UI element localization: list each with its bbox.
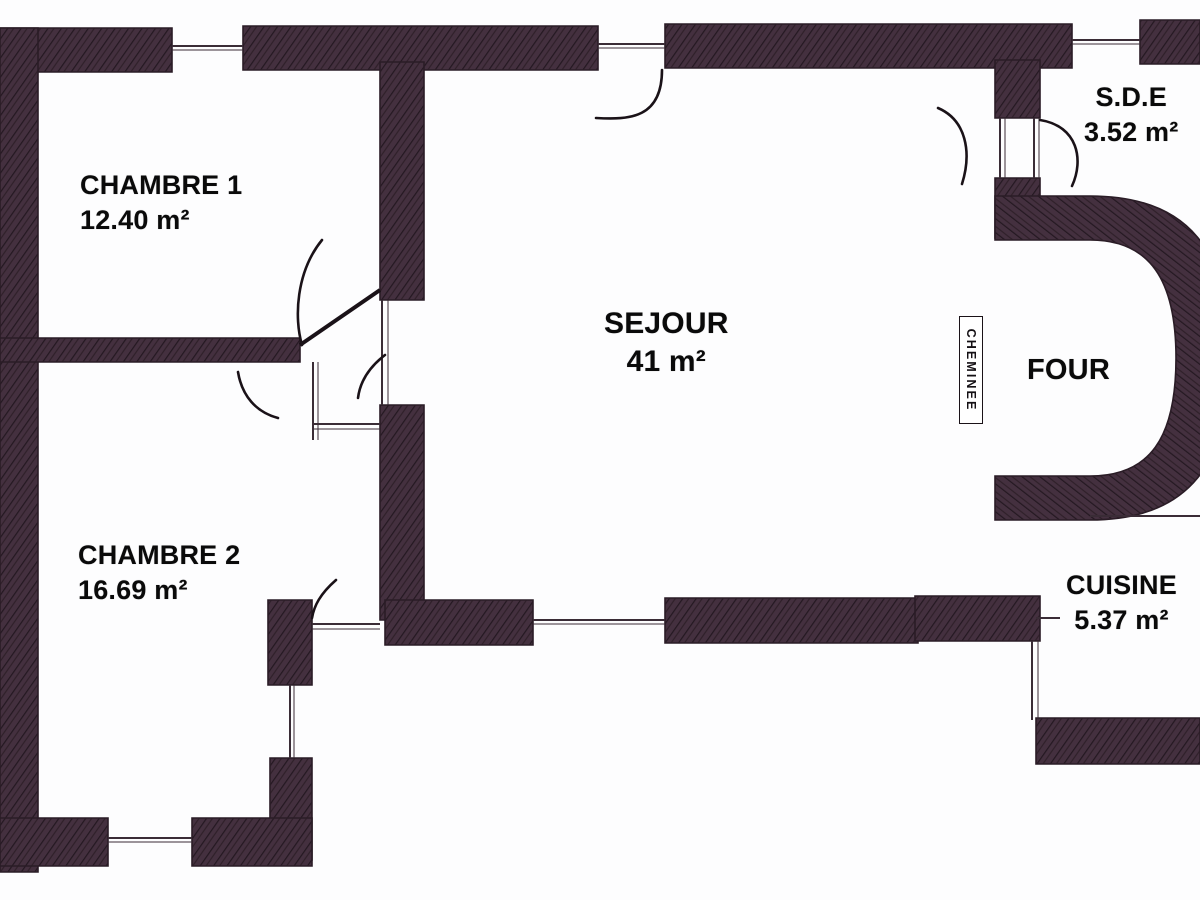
door-swing-group bbox=[236, 68, 1079, 620]
room-label-sde: S.D.E 3.52 m² bbox=[1084, 80, 1178, 149]
room-area-cuisine: 5.37 m² bbox=[1074, 604, 1169, 635]
wall-sejour-bottom-b bbox=[664, 597, 919, 644]
room-label-chambre2: CHAMBRE 2 16.69 m² bbox=[78, 538, 240, 607]
door-swing-hall-right bbox=[356, 353, 387, 400]
wall-chambre2-bottom-left bbox=[0, 817, 109, 867]
cheminee-box: CHEMINEE bbox=[959, 316, 983, 424]
cheminee-label: CHEMINEE bbox=[964, 328, 978, 412]
door-swing-chambre2-lower bbox=[310, 578, 338, 620]
room-name-chambre2: CHAMBRE 2 bbox=[78, 540, 241, 570]
door-swing-chambre1 bbox=[296, 238, 324, 347]
room-name-four: FOUR bbox=[1027, 354, 1110, 386]
wall-top-second bbox=[242, 25, 599, 71]
room-label-chambre1: CHAMBRE 1 12.40 m² bbox=[80, 168, 242, 237]
room-label-sejour: SEJOUR 41 m² bbox=[604, 305, 729, 382]
wall-exterior-left bbox=[0, 27, 39, 873]
room-label-four: FOUR bbox=[1027, 352, 1110, 389]
wall-between-chambres bbox=[0, 337, 301, 363]
wall-chambre2-right-stub bbox=[267, 599, 313, 686]
room-area-sde: 3.52 m² bbox=[1084, 116, 1179, 147]
oven-structure bbox=[994, 195, 1200, 521]
wall-sejour-bottom-c bbox=[914, 595, 1041, 642]
wall-chambre2-bottom-right bbox=[191, 817, 313, 867]
wall-group bbox=[0, 19, 1200, 873]
room-area-sejour: 41 m² bbox=[626, 345, 706, 379]
room-name-sejour: SEJOUR bbox=[604, 307, 729, 340]
room-area-chambre1: 12.40 m² bbox=[80, 204, 190, 235]
door-swing-sde bbox=[1038, 118, 1079, 188]
wall-top-third bbox=[664, 23, 1073, 69]
wall-top-left bbox=[0, 27, 173, 73]
opening-group bbox=[108, 39, 1200, 843]
room-area-chambre2: 16.69 m² bbox=[78, 574, 188, 605]
oven-outer-wall bbox=[994, 195, 1200, 521]
wall-cuisine-bottom bbox=[1035, 717, 1200, 765]
door-leaf-chambre1 bbox=[298, 288, 382, 347]
wall-sejour-bottom-a bbox=[384, 599, 534, 646]
wall-sde-left-upper bbox=[994, 59, 1041, 119]
wall-chambre1-right bbox=[379, 61, 425, 301]
room-name-chambre1: CHAMBRE 1 bbox=[80, 170, 243, 200]
wall-hall-right-lower bbox=[379, 404, 425, 621]
room-name-sde: S.D.E bbox=[1095, 82, 1167, 112]
door-swing-sejour-right bbox=[936, 106, 968, 186]
room-label-cuisine: CUISINE 5.37 m² bbox=[1066, 568, 1177, 637]
wall-top-right bbox=[1139, 19, 1200, 65]
door-swing-chambre2-upper bbox=[236, 370, 280, 420]
room-name-cuisine: CUISINE bbox=[1066, 570, 1177, 600]
door-swing-sejour-top bbox=[594, 68, 664, 120]
